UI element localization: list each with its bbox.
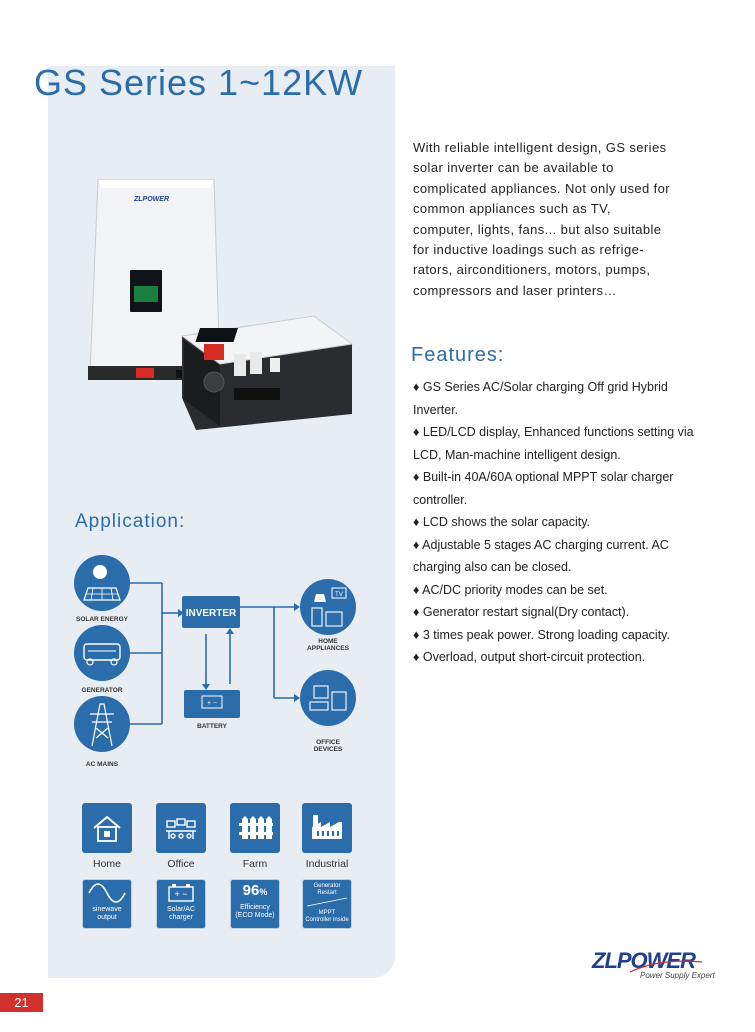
floor-unit-breaker [234,354,246,376]
intro-paragraph: With reliable intelligent design, GS ser… [413,140,671,298]
solar-charger-text: Solar/AC [166,906,195,913]
floor-unit-terminal-red [204,344,224,360]
feature-item: ♦ Adjustable 5 stages AC charging curren… [413,537,669,575]
generator-icon [74,625,130,681]
solar-charger-text: charger [169,914,193,921]
office-tile [156,803,206,853]
feature-item: ♦ LCD shows the solar capacity. [413,515,591,529]
arrow-to-office-icon [294,694,300,702]
application-heading: Application: [75,511,186,532]
solar-charger-badge: + − Solar/AC charger [156,879,206,929]
wall-unit-top [98,180,214,188]
mppt-text: MPPT [318,910,336,916]
tile-caption-office: Office [167,858,195,870]
efficiency-text: (ECO Mode) [235,912,275,919]
feature-item: ♦ 3 times peak power. Strong loading cap… [413,627,670,642]
features-heading: Features: [411,344,505,366]
sun-icon [93,565,107,579]
solar-energy-icon [74,555,130,611]
inverter-box [182,596,240,628]
brand-logo-text: ZLPOWER [591,948,696,973]
feature-item: ♦ Overload, output short-circuit protect… [413,650,646,664]
wall-unit-terminal-red [136,368,154,378]
logo-swoosh-icon [629,960,703,973]
source-label-solar: SOLAR ENERGY [76,616,129,623]
office-desks-icon [166,818,196,839]
divider-icon [306,897,348,907]
efficiency-badge: 96% Efficiency (ECO Mode) [230,879,280,929]
wall-unit-screen [134,286,158,302]
application-diagram: SOLAR ENERGY GENERATOR AC MAINS INVERTER… [74,555,356,768]
generator-restart-text: Generator [313,883,341,889]
battery-symbol: + − [207,700,217,707]
category-tiles: Home Office Farm Industrial sinewave out… [70,800,370,940]
feature-item: ♦ Built-in 40A/60A optional MPPT solar c… [413,470,674,507]
source-label-generator: GENERATOR [82,687,123,694]
house-icon [93,815,121,842]
arrow-to-inverter-icon [178,609,184,617]
load-label: HOME [318,638,338,645]
source-label-ac-mains: AC MAINS [86,761,119,768]
efficiency-unit: % [259,887,268,897]
load-label: APPLIANCES [307,645,350,652]
efficiency-value: 96 [242,882,260,899]
sinewave-icon [88,883,126,903]
load-label: DEVICES [314,746,343,753]
load-label: OFFICE [316,739,340,746]
tv-label: TV [335,592,343,598]
tile-caption-farm: Farm [242,858,268,870]
page-title: GS Series 1~12KW [34,62,364,103]
feature-item: ♦ LED/LCD display, Enhanced functions se… [413,425,694,462]
feature-item: ♦ AC/DC priority modes can be set. [413,582,608,597]
feature-item: ♦ GS Series AC/Solar charging Off grid H… [413,380,668,417]
feature-item: ♦ Generator restart signal(Dry contact). [413,605,630,619]
battery-charger-icon: + − [168,884,194,902]
battery-icon [184,690,240,718]
home-tile [82,803,132,853]
battery-label: BATTERY [197,723,228,730]
sinewave-text: sinewave [92,906,122,913]
industrial-tile [302,803,352,853]
sinewave-badge: sinewave output [82,879,132,929]
floor-unit-front [184,340,220,426]
product-image: ZLPOWER [88,179,354,430]
arrow-to-battery-icon [202,684,210,690]
generator-mppt-badge: Generator Restart MPPT Controller inside [302,879,352,929]
wall-unit-logo: ZLPOWER [133,196,169,203]
generator-restart-text: Restart [317,890,337,896]
floor-unit-breaker [250,352,262,374]
arrow-to-home-icon [294,603,300,611]
brand-tagline: Power Supply Expert [640,971,715,980]
brand-logo: ZLPOWER [591,948,703,973]
power-tower-icon [74,696,130,752]
inverter-label: INVERTER [186,608,237,619]
farm-tile [230,803,280,853]
page-number: 21 [0,993,43,1012]
arrow-to-inverter-icon [226,628,234,634]
mppt-text: Controller inside [305,917,349,923]
floor-unit-fan [203,371,225,393]
floor-unit-lcd [195,328,239,342]
floor-unit-socket [270,358,280,372]
fence-icon [239,816,273,839]
charger-symbol: + − [174,889,187,899]
floor-unit-terminal-bar [234,388,280,400]
tile-caption-industrial: Industrial [305,858,349,870]
home-appliances-icon [300,579,356,635]
diagram-connectors [130,582,294,725]
tile-caption-home: Home [92,858,121,870]
features-list: ♦ GS Series AC/Solar charging Off grid H… [413,376,713,669]
efficiency-text: Efficiency [240,904,270,911]
sinewave-text: output [97,914,117,921]
factory-icon [312,815,342,839]
